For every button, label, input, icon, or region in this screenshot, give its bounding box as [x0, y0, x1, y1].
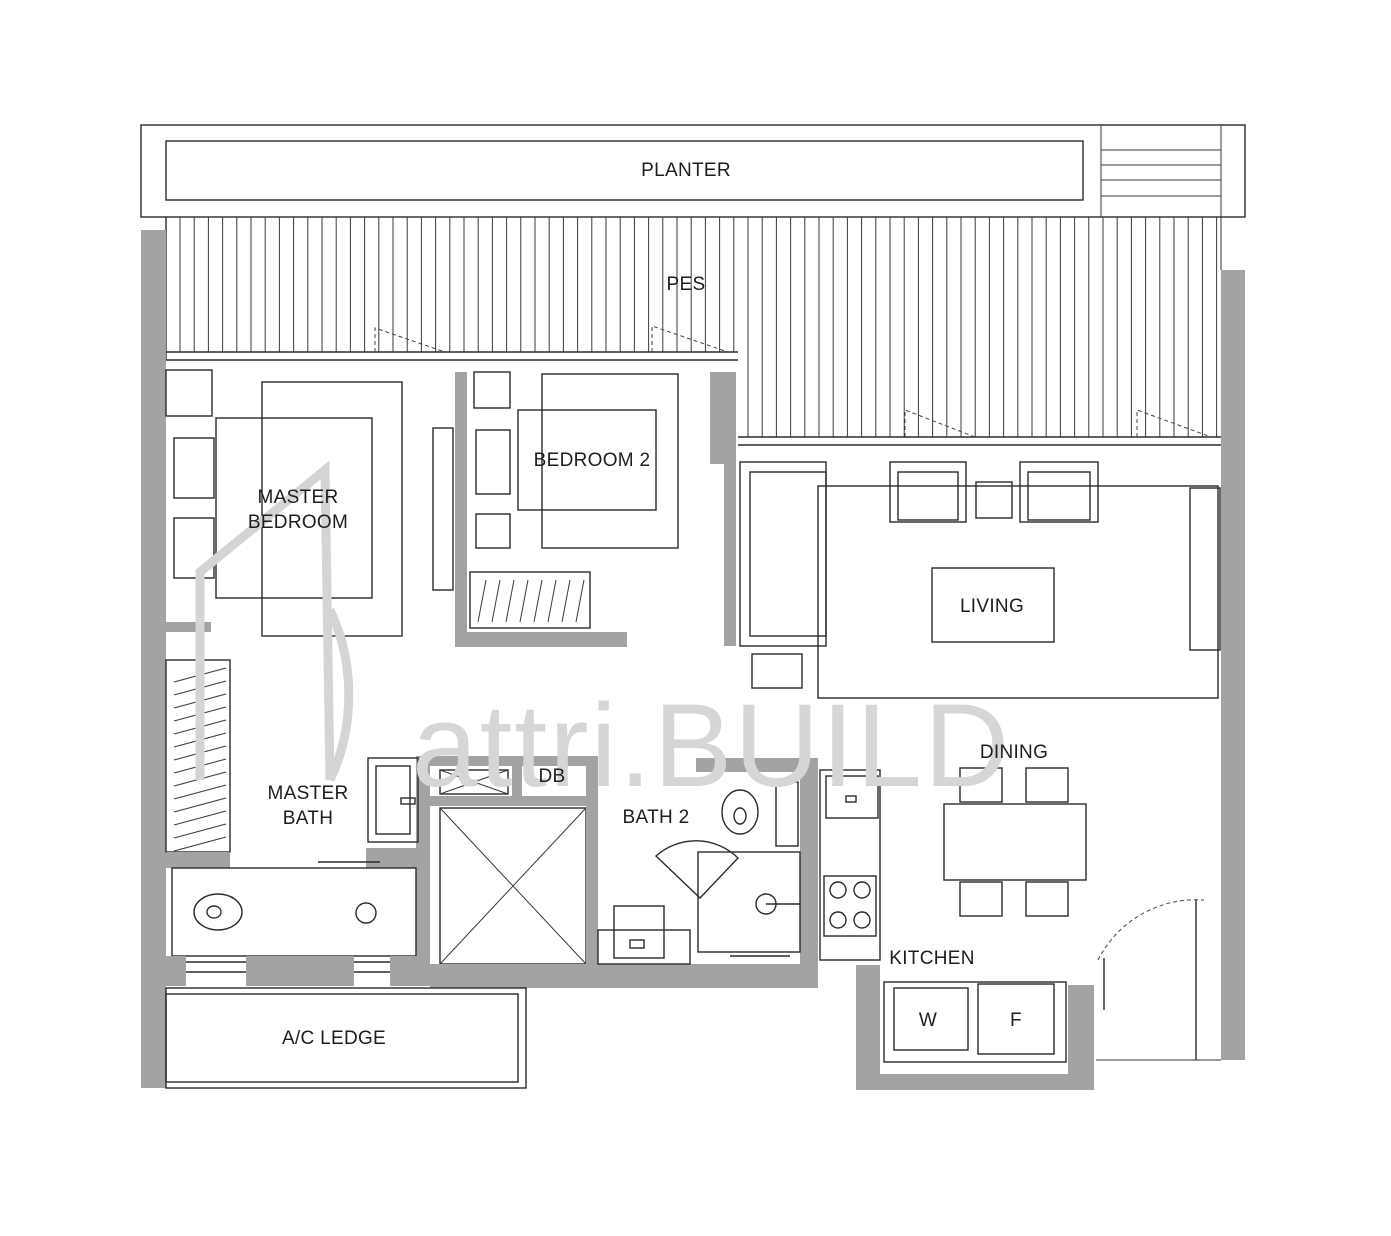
ac-ledge — [165, 987, 527, 1089]
label-master-bath-1: MASTER — [268, 783, 349, 804]
room-labels: PLANTER PES MASTER BEDROOM BEDROOM 2 LIV… — [248, 160, 1048, 1049]
hatch-line — [173, 797, 227, 813]
master-bath — [166, 756, 430, 986]
watermark-text: attri.BUILD — [412, 680, 1011, 812]
label-dining: DINING — [980, 742, 1048, 763]
hatch-line — [491, 579, 501, 623]
label-washer: W — [919, 1010, 937, 1031]
hatch-line — [173, 810, 227, 826]
label-db: DB — [539, 766, 566, 787]
label-planter: PLANTER — [641, 160, 731, 181]
db-shaft — [430, 756, 598, 988]
watermark: attri.BUILD — [195, 460, 1011, 812]
hatch-line — [477, 579, 487, 623]
watermark-logo-icon — [195, 460, 354, 782]
hatch-line — [561, 579, 571, 623]
label-master-bedroom-1: MASTER — [258, 487, 339, 508]
label-ac-ledge: A/C LEDGE — [282, 1028, 386, 1049]
hatch-line — [173, 836, 227, 852]
label-bedroom-2: BEDROOM 2 — [534, 450, 651, 471]
hatch-line — [505, 579, 515, 623]
label-kitchen: KITCHEN — [889, 948, 975, 969]
hatch-line — [547, 579, 557, 623]
label-pes: PES — [667, 274, 706, 295]
bath-2 — [597, 758, 818, 988]
label-bath-2: BATH 2 — [623, 807, 690, 828]
hatch-line — [173, 823, 227, 839]
dining-area — [943, 767, 1087, 917]
pes-windows — [166, 325, 1221, 446]
bedroom-2 — [455, 371, 736, 647]
label-master-bath-2: BATH — [283, 808, 333, 829]
planter — [140, 124, 1246, 270]
exterior-walls — [141, 230, 1245, 1090]
label-master-bedroom-2: BEDROOM — [248, 512, 348, 533]
living-area — [739, 461, 1221, 699]
pes-deck — [179, 217, 1218, 437]
hatch-line — [173, 784, 227, 800]
label-living: LIVING — [960, 596, 1024, 617]
hatch-line — [533, 579, 543, 623]
hatch-line — [519, 579, 529, 623]
kitchen — [819, 769, 1221, 1063]
hatch-line — [575, 579, 585, 623]
label-fridge: F — [1010, 1010, 1022, 1031]
master-bedroom — [165, 369, 454, 637]
